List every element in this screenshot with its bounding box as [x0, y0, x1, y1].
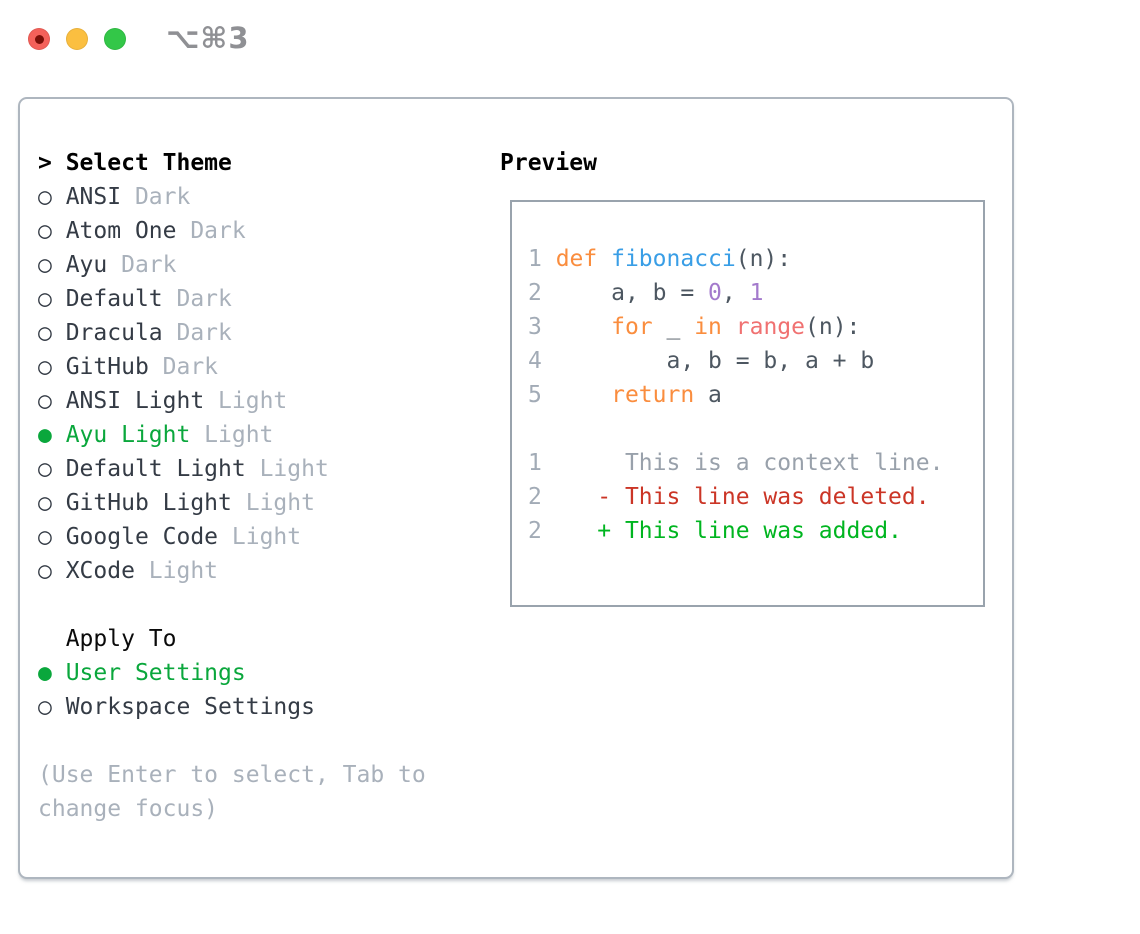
keyboard-shortcut-label: ⌥⌘3 [166, 21, 250, 55]
option-label: ANSI [65, 184, 122, 210]
radio-icon: ● [38, 422, 52, 448]
hint-line-2: change focus) [38, 796, 219, 822]
theme-variant-tag: Light [245, 490, 315, 516]
theme-variant-tag: Light [204, 422, 274, 448]
radio-icon: ○ [38, 218, 52, 244]
theme-option-github-light[interactable]: ○ GitHub Light Light [38, 486, 426, 520]
spacer [38, 588, 426, 622]
apply-option-user-settings[interactable]: ● User Settings [38, 656, 426, 690]
code-line: 2 - This line was deleted. [528, 484, 930, 510]
option-label: Default [65, 286, 163, 312]
option-label: Ayu Light [65, 422, 191, 448]
theme-variant-tag: Light [148, 558, 219, 584]
code-line: 1 This is a context line. [528, 450, 944, 476]
option-label: Dracula [65, 320, 163, 346]
window-controls [28, 28, 126, 50]
theme-option-google-code[interactable]: ○ Google Code Light [38, 520, 426, 554]
theme-variant-tag: Dark [134, 184, 191, 210]
radio-icon: ● [38, 660, 52, 686]
radio-icon: ○ [38, 354, 52, 380]
unsaved-dot-icon [34, 34, 44, 44]
theme-option-ayu[interactable]: ○ Ayu Dark [38, 248, 426, 282]
radio-icon: ○ [38, 286, 52, 312]
theme-variant-tag: Dark [176, 286, 232, 312]
hint-text: (Use Enter to select, Tab to change focu… [38, 758, 426, 826]
radio-icon: ○ [38, 184, 52, 210]
theme-variant-tag: Dark [190, 218, 246, 244]
code-line: 5 return a [528, 382, 722, 408]
theme-option-default-light[interactable]: ○ Default Light Light [38, 452, 426, 486]
close-button[interactable] [28, 28, 50, 50]
theme-option-dracula[interactable]: ○ Dracula Dark [38, 316, 426, 350]
theme-option-atom-one[interactable]: ○ Atom One Dark [38, 214, 426, 248]
option-label: Default Light [65, 456, 246, 482]
option-label: XCode [65, 558, 135, 584]
theme-variant-tag: Light [231, 524, 302, 550]
code-line: 3 for _ in range(n): [528, 314, 861, 340]
option-label: Ayu [65, 252, 108, 278]
theme-variant-tag: Light [218, 388, 288, 414]
radio-icon: ○ [38, 252, 52, 278]
code-line: 4 a, b = b, a + b [528, 348, 875, 374]
select-theme-heading: > Select Theme [38, 146, 426, 180]
radio-icon: ○ [38, 694, 52, 720]
radio-icon: ○ [38, 320, 52, 346]
theme-option-github[interactable]: ○ GitHub Dark [38, 350, 426, 384]
preview-heading: Preview [500, 150, 597, 176]
code-line: 2 a, b = 0, 1 [528, 280, 764, 306]
option-label: ANSI Light [65, 388, 205, 414]
theme-option-xcode[interactable]: ○ XCode Light [38, 554, 426, 588]
code-line [528, 412, 983, 446]
option-label: User Settings [65, 660, 246, 686]
code-preview: 1 def fibonacci(n): 2 a, b = 0, 1 3 for _ … [512, 202, 983, 548]
preview-box: 1 def fibonacci(n): 2 a, b = 0, 1 3 for _ … [510, 200, 985, 607]
prompt-cursor-icon: > [38, 150, 52, 176]
theme-variant-tag: Dark [162, 354, 219, 380]
option-label: Atom One [65, 218, 177, 244]
apply-to-list: ● User Settings ○ Workspace Settings [38, 656, 426, 724]
option-label: GitHub [65, 354, 149, 380]
minimize-button[interactable] [66, 28, 88, 50]
zoom-button[interactable] [104, 28, 126, 50]
option-label: Workspace Settings [65, 694, 315, 720]
apply-to-heading: Apply To [65, 626, 177, 652]
radio-icon: ○ [38, 490, 52, 516]
theme-variant-tag: Dark [121, 252, 177, 278]
spacer [38, 724, 426, 758]
theme-option-ayu-light[interactable]: ● Ayu Light Light [38, 418, 426, 452]
theme-option-default[interactable]: ○ Default Dark [38, 282, 426, 316]
theme-option-ansi[interactable]: ○ ANSI Dark [38, 180, 426, 214]
radio-icon: ○ [38, 558, 52, 584]
hint-line-1: (Use Enter to select, Tab to [38, 762, 426, 788]
theme-variant-tag: Dark [176, 320, 232, 346]
select-theme-title: Select Theme [65, 150, 232, 176]
radio-icon: ○ [38, 456, 52, 482]
apply-option-workspace-settings[interactable]: ○ Workspace Settings [38, 690, 426, 724]
code-line: 1 def fibonacci(n): [528, 246, 792, 272]
option-label: Google Code [65, 524, 219, 550]
radio-icon: ○ [38, 524, 52, 550]
radio-icon: ○ [38, 388, 52, 414]
code-line: 2 + This line was added. [528, 518, 902, 544]
theme-variant-tag: Light [259, 456, 329, 482]
option-label: GitHub Light [65, 490, 232, 516]
theme-option-ansi-light[interactable]: ○ ANSI Light Light [38, 384, 426, 418]
